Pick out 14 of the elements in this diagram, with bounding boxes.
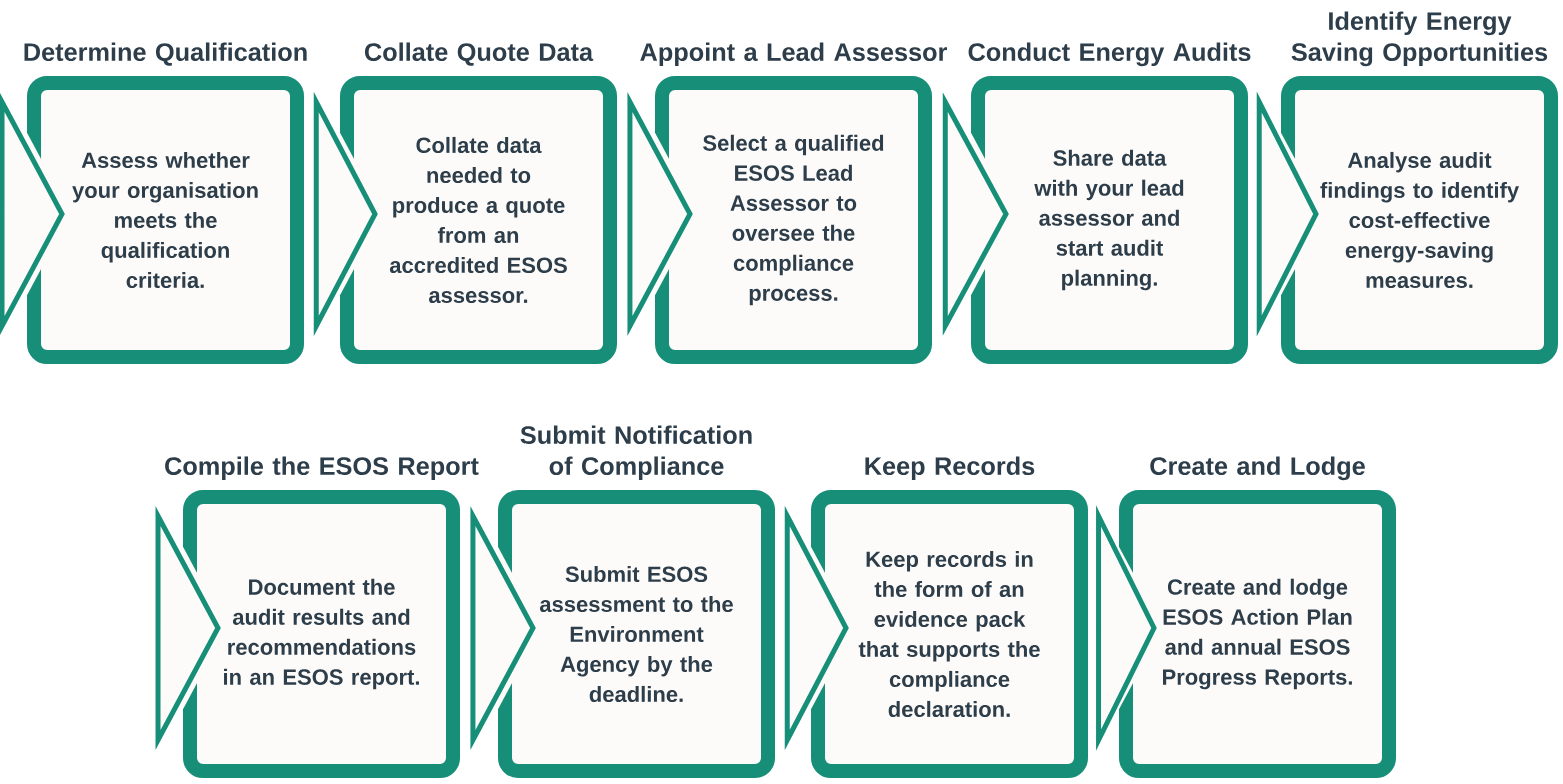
- step-heading: Keep Records: [865, 456, 1035, 481]
- step-box: Analyse audit findings to identify cost-effective energy-saving measures.: [1281, 76, 1558, 364]
- step-heading: Appoint a Lead Assessor: [640, 42, 948, 67]
- step-box: Create and lodge ESOS Action Plan and annual ESOS Progress Reports.: [1119, 490, 1396, 778]
- step-box: Document the audit results and recommendations in an ESOS report.: [183, 490, 460, 778]
- step-heading: Collate Quote Data: [365, 42, 594, 66]
- step-box: Submit ESOS assessment to the Environment Agency by the deadline.: [498, 490, 775, 778]
- step-heading: Create and Lodge: [1150, 456, 1365, 481]
- step-heading: Identify Energy Saving Opportunities: [1291, 11, 1548, 67]
- step-heading: Determine Qualification: [24, 42, 307, 66]
- step-heading: Compile the ESOS Report: [165, 456, 479, 481]
- step-box: Keep records in the form of an evidence pack that supports the compliance declaration.: [811, 490, 1088, 778]
- step-heading: Submit Notification of Compliance: [520, 425, 752, 481]
- step-heading: Conduct Energy Audits: [968, 42, 1251, 67]
